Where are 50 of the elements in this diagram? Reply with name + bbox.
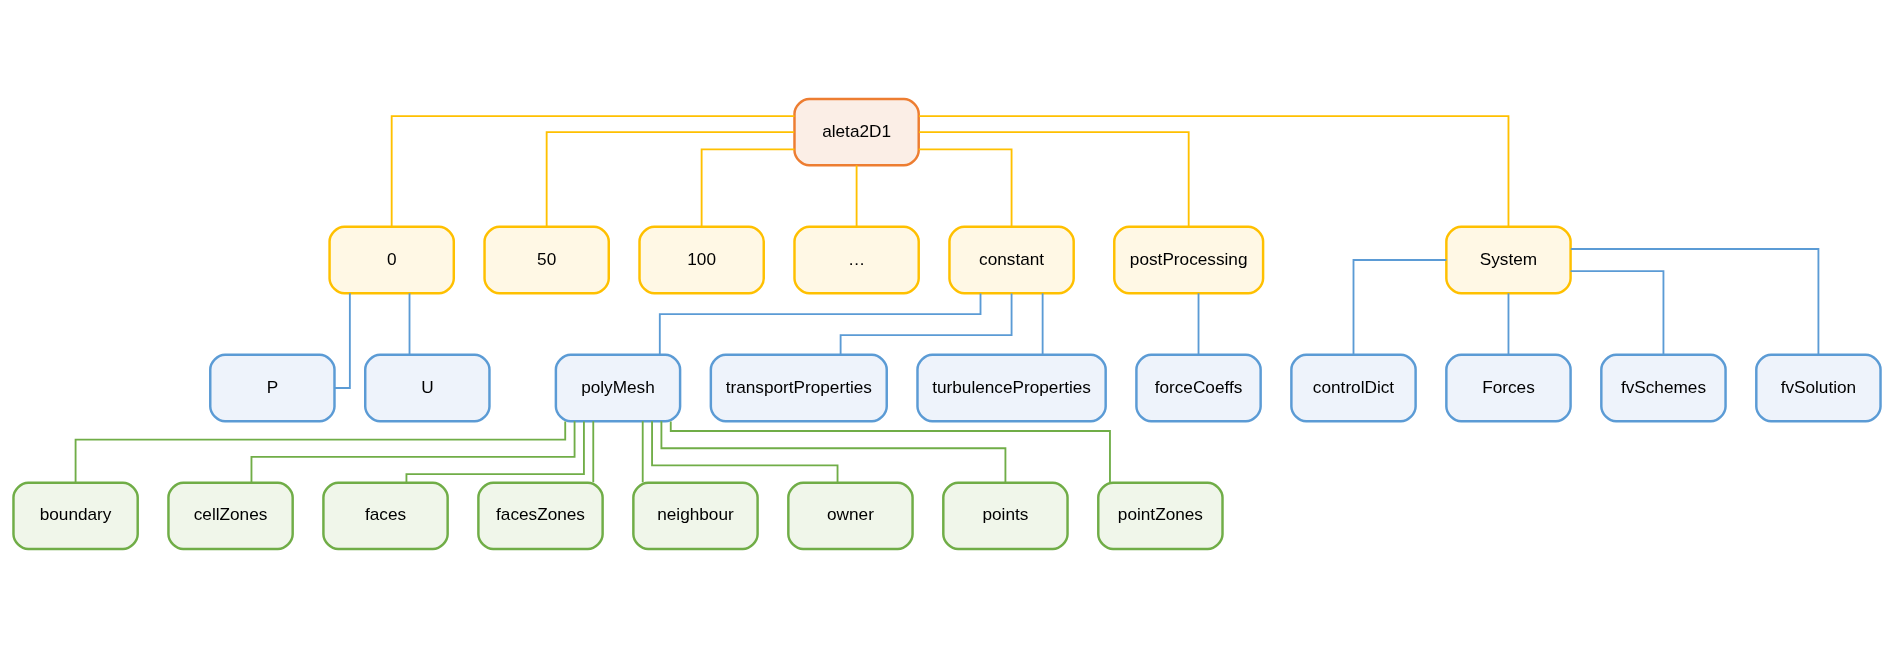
node-box: aleta2D1 xyxy=(793,97,920,167)
node-box: fvSolution xyxy=(1755,353,1882,423)
node-box: owner xyxy=(787,481,914,551)
connector xyxy=(1569,248,1820,356)
connector xyxy=(658,292,982,356)
node-box: U xyxy=(364,353,491,423)
node-box: points xyxy=(942,481,1069,551)
node-box: pointZones xyxy=(1097,481,1224,551)
connector xyxy=(74,420,567,484)
node-box: boundary xyxy=(12,481,139,551)
connector xyxy=(651,420,839,484)
connector xyxy=(669,420,1111,484)
connector xyxy=(1041,292,1044,356)
node-box: P xyxy=(209,353,336,423)
node-box: 0 xyxy=(328,225,456,295)
node-box: forceCoeffs xyxy=(1135,353,1262,423)
node-box: constant xyxy=(948,225,1075,295)
node-box: fvSchemes xyxy=(1600,353,1727,423)
node-box: System xyxy=(1445,225,1572,295)
node-box: … xyxy=(793,225,920,295)
connector xyxy=(592,420,595,484)
node-box: transportProperties xyxy=(709,353,888,423)
connector xyxy=(405,420,585,484)
connector xyxy=(839,292,1013,356)
connector xyxy=(660,420,1007,484)
node-box: facesZones xyxy=(477,481,604,551)
node-box: faces xyxy=(322,481,449,551)
connector xyxy=(1352,259,1448,356)
connector xyxy=(700,148,796,228)
connector xyxy=(545,131,796,228)
node-box: Forces xyxy=(1445,353,1572,423)
node-box: cellZones xyxy=(167,481,294,551)
node-box: polyMesh xyxy=(554,353,682,423)
connector xyxy=(390,115,796,228)
node-box: neighbour xyxy=(632,481,759,551)
connector xyxy=(1197,292,1200,356)
node-box: 100 xyxy=(638,225,765,295)
connector xyxy=(917,148,1013,228)
connector xyxy=(333,292,351,389)
connector xyxy=(408,292,411,356)
node-box: 50 xyxy=(483,225,610,295)
connector xyxy=(855,164,858,228)
node-box: controlDict xyxy=(1290,353,1417,423)
connector xyxy=(641,420,644,484)
node-box: turbulenceProperties xyxy=(916,353,1107,423)
connector xyxy=(1507,292,1510,356)
node-box: postProcessing xyxy=(1113,225,1265,295)
connector xyxy=(918,115,1510,228)
connector xyxy=(918,131,1190,228)
connector xyxy=(1569,270,1665,356)
